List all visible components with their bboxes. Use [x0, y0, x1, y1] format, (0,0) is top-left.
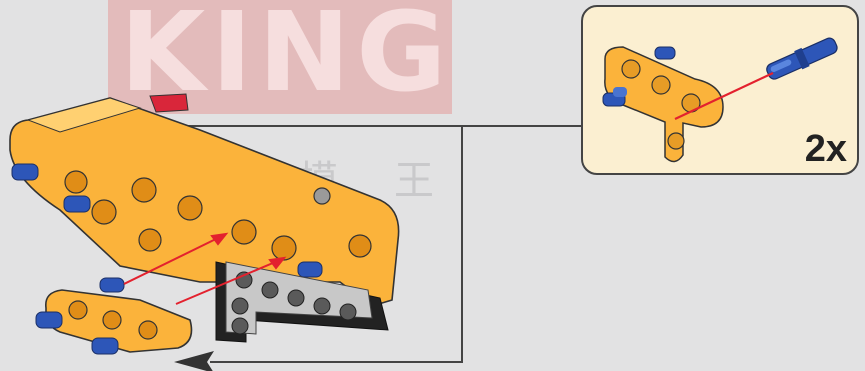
callout-box: 2x [581, 5, 859, 175]
callout-pointer-line [674, 72, 774, 120]
main-assembly [9, 93, 400, 307]
callout-pins-inserted [602, 46, 676, 107]
loose-beam [35, 277, 193, 355]
callout-pin-loose [766, 37, 838, 80]
quantity-label: 2x [804, 128, 847, 170]
arrow-left-icon [174, 351, 214, 371]
insertion-pointers [123, 232, 287, 305]
watermark-char-4: 王 [394, 158, 434, 204]
callout-illustration [602, 37, 838, 163]
l-beam [215, 261, 389, 343]
callout-beam [604, 46, 724, 163]
